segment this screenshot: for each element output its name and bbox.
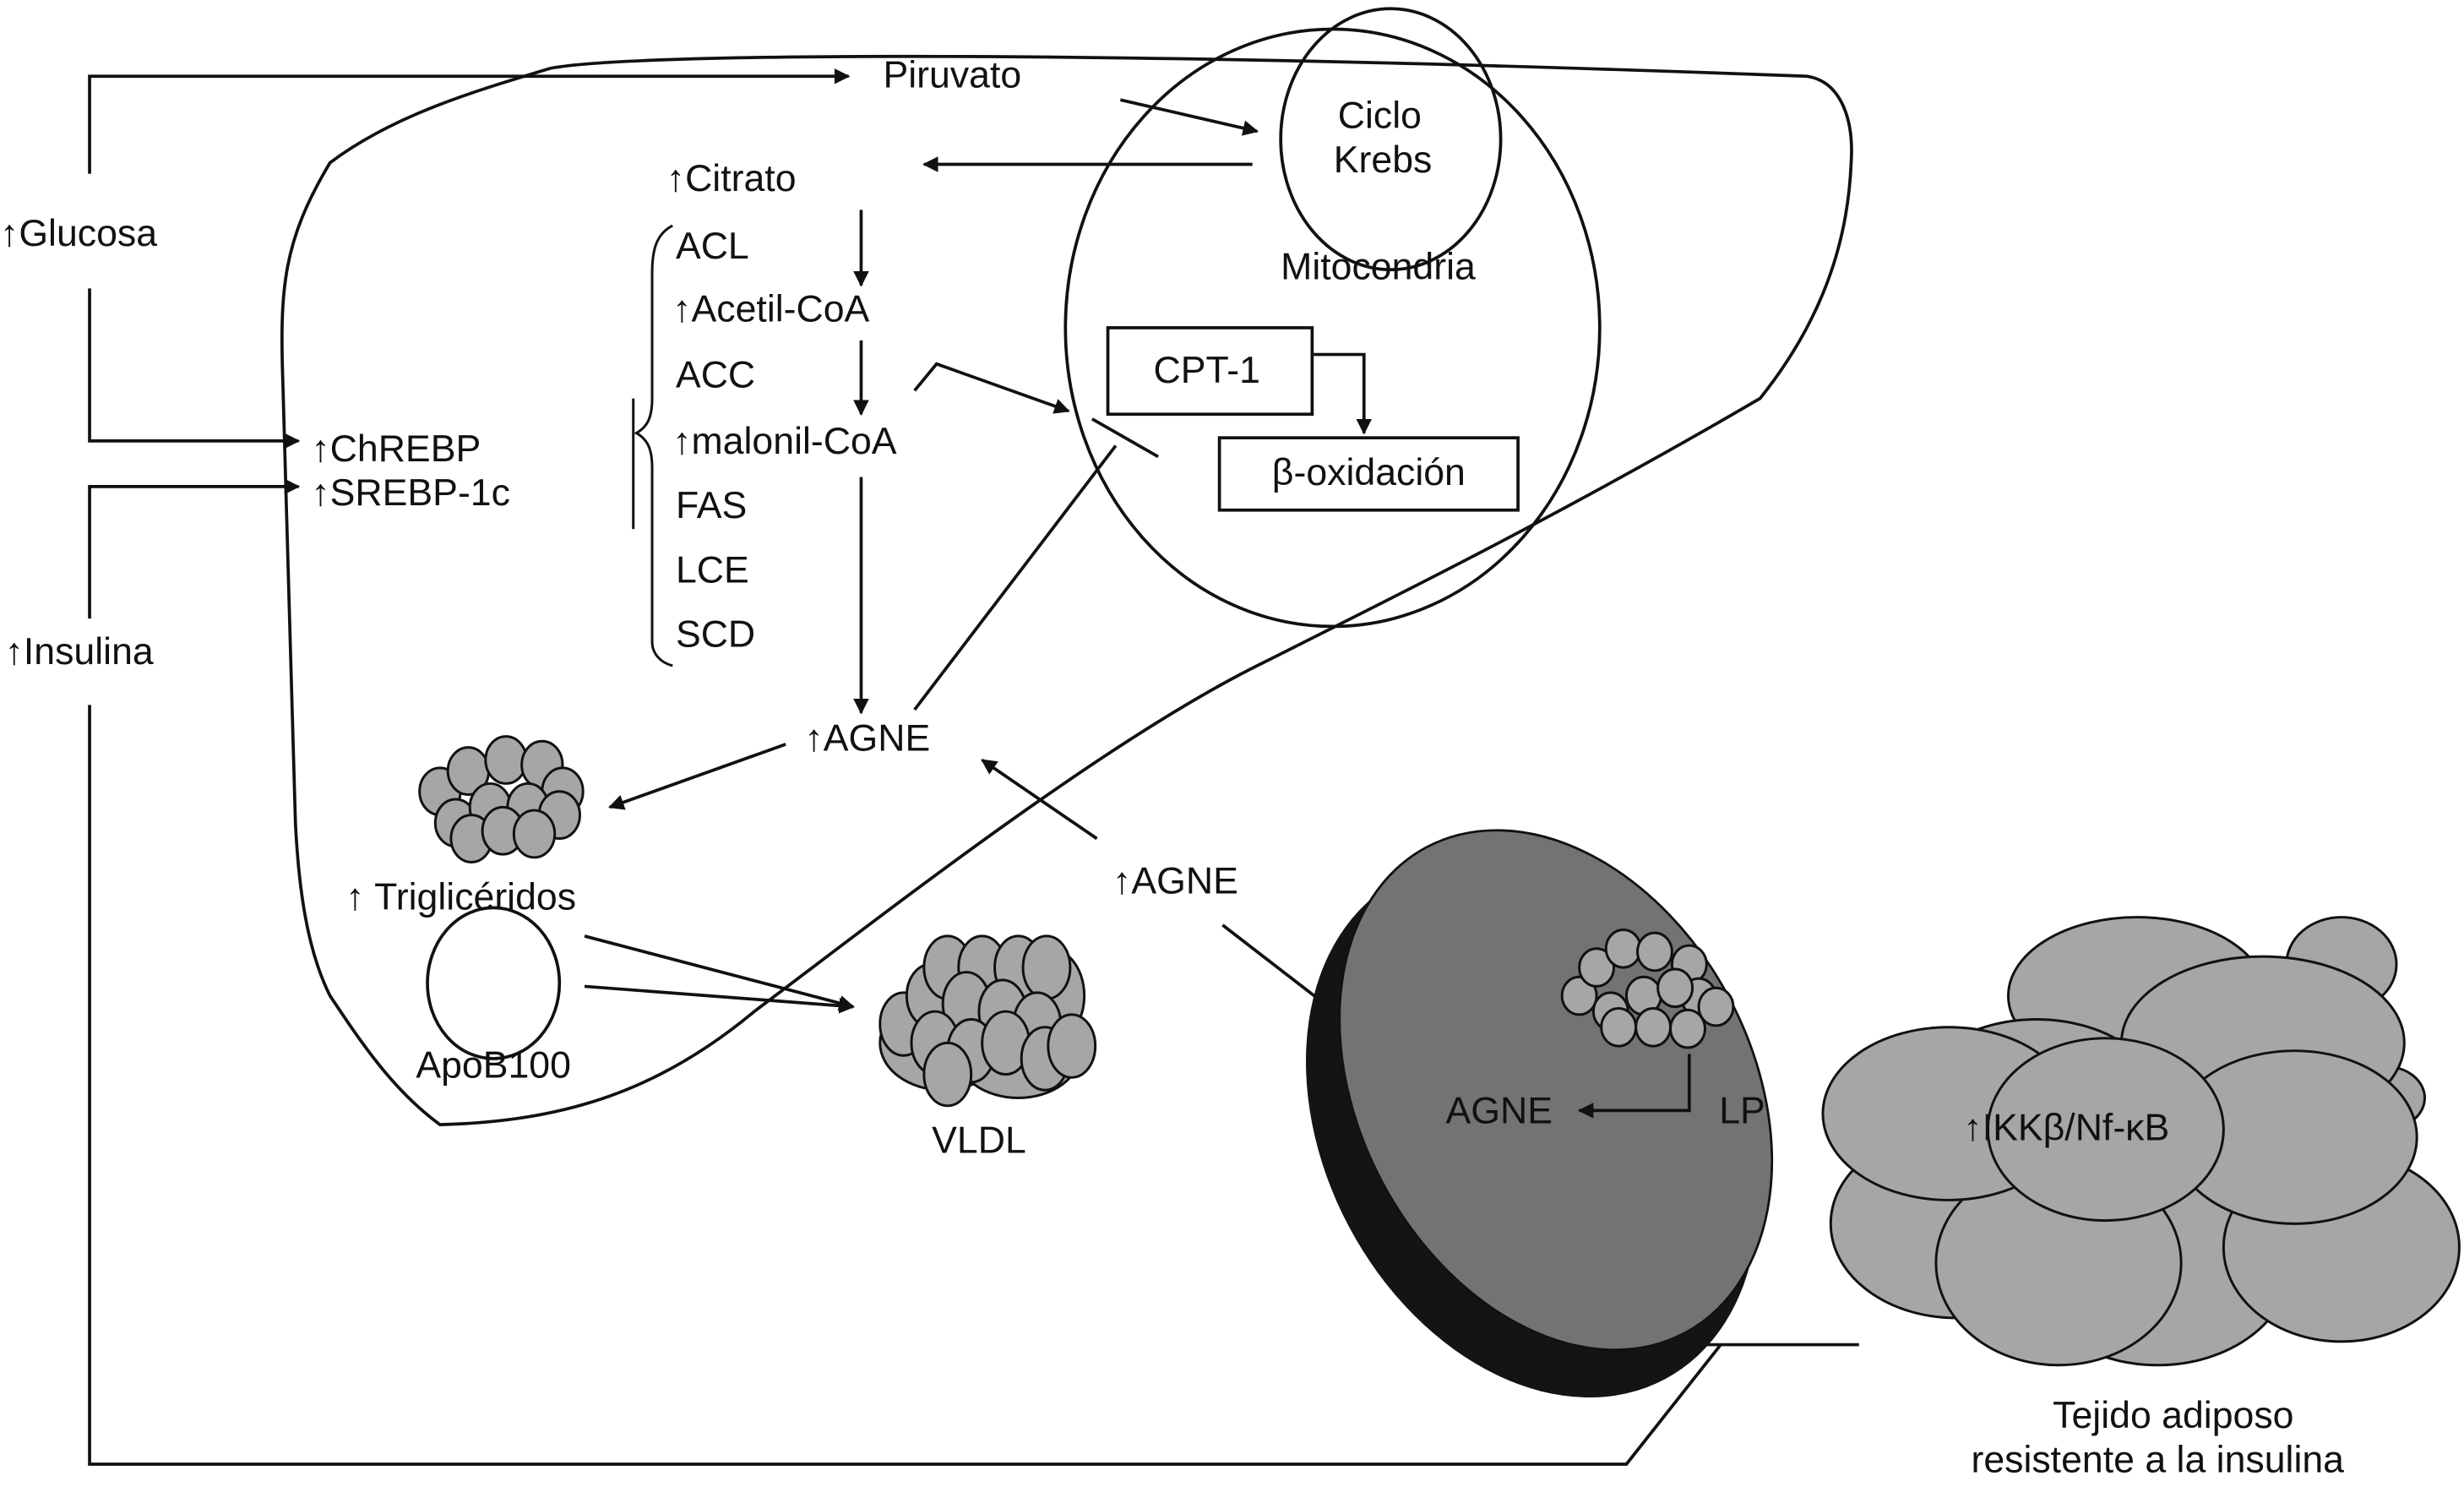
agne-to-triglycerides-arrow <box>608 743 786 810</box>
scd-label: SCD <box>676 614 755 656</box>
cpt1-to-betaox-arrow <box>1314 352 1373 435</box>
chrebp-label: ↑ChREBP <box>311 428 481 470</box>
apob100-label: ApoB100 <box>416 1044 571 1086</box>
krebs-label-line2: Krebs <box>1334 139 1433 181</box>
cpt1-inhibition-bar <box>1091 417 1159 459</box>
agne-to-cpt1-inhibition <box>913 444 1118 711</box>
lp-to-agne-arrow <box>1577 1054 1691 1119</box>
beta-oxidation-label: β-oxidación <box>1272 452 1466 493</box>
adipocyte-agne-label: AGNE <box>1446 1090 1553 1131</box>
mitocondria-label: Mitocondria <box>1281 246 1476 287</box>
apob100-particle <box>426 906 562 1060</box>
beta-oxidation-box <box>1217 436 1520 512</box>
acc-label: ACC <box>676 355 755 396</box>
acetil-coa-label: ↑Acetil-CoA <box>672 289 869 330</box>
citrato-label: ↑Citrato <box>666 158 797 199</box>
malonil-to-cpt1-arrow <box>913 362 1070 414</box>
agne-influx-label: ↑AGNE <box>1112 861 1238 902</box>
adipose-tissue-cluster <box>1821 916 2461 1367</box>
krebs-cycle-circle <box>1279 7 1503 271</box>
ikk-label: ↑IKKβ/Nf-κB <box>1963 1108 2169 1149</box>
adipose-caption-line2: resistente a la insulina <box>1971 1439 2344 1480</box>
cpt1-label: CPT-1 <box>1154 350 1260 391</box>
hepatocyte-outline <box>280 54 1853 1127</box>
insulin-resistance-line <box>88 705 1722 1466</box>
adipocyte-lp-label: LP <box>1719 1090 1765 1131</box>
glucosa-label: ↑Glucosa <box>0 213 157 254</box>
glucose-to-piruvato-arrow <box>88 68 851 174</box>
fas-label: FAS <box>676 485 747 526</box>
vldl-particle <box>878 934 1097 1108</box>
adipocyte-lipid-droplet <box>1560 928 1735 1049</box>
cpt1-box <box>1106 326 1314 417</box>
agne-liver-label: ↑AGNE <box>804 717 930 759</box>
piruvato-to-krebs-arrow <box>1119 98 1259 136</box>
acl-label: ACL <box>676 226 749 267</box>
tg-to-vldl-arrow <box>584 934 855 1011</box>
triglyceride-droplet <box>418 735 585 863</box>
agne-influx-arrow <box>981 758 1098 841</box>
insulin-to-srebp-arrow <box>88 478 301 619</box>
vldl-label: VLDL <box>932 1120 1026 1162</box>
srebp-label: ↑SREBP-1c <box>311 472 510 514</box>
enzyme-brace <box>634 224 673 667</box>
piruvato-label: Piruvato <box>884 54 1022 95</box>
glucose-to-chrebp-arrow <box>88 288 301 449</box>
trigliceridos-label: ↑ Triglicéridos <box>345 876 576 918</box>
adipose-caption-line1: Tejido adiposo <box>2053 1395 2293 1436</box>
malonil-coa-label: ↑malonil-CoA <box>672 421 897 462</box>
lce-label: LCE <box>676 549 749 591</box>
krebs-label-line1: Ciclo <box>1338 95 1422 137</box>
apob-to-vldl-arrow <box>584 984 856 1014</box>
insulina-label: ↑Insulina <box>5 631 154 673</box>
